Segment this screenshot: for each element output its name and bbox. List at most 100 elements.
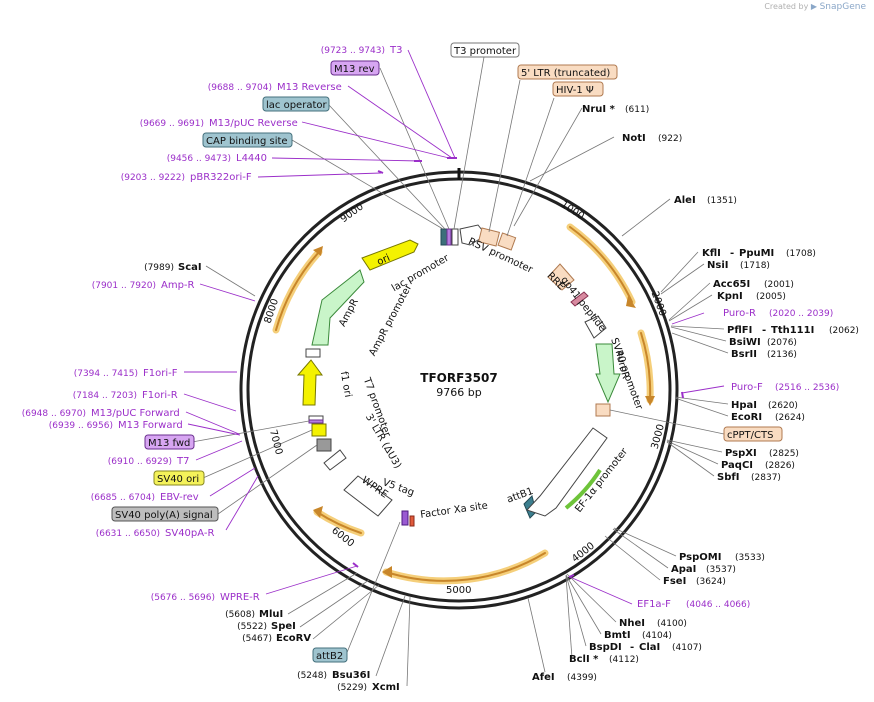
xcmi-name[interactable]: XcmI [372,682,400,693]
ampr-arrow [311,269,365,346]
clai-name[interactable]: ClaI [639,642,660,653]
pspomi-name[interactable]: PspOMI [679,552,721,563]
factor-xa-label[interactable]: Factor Xa site [420,500,489,520]
m13-fwd-label[interactable]: M13 fwd [148,438,190,449]
puro-f-name[interactable]: Puro-F [731,382,763,393]
sv40-polya-label[interactable]: SV40 poly(A) signal [115,510,213,521]
tick-8000: 8000 [263,297,281,325]
bmti-name[interactable]: BmtI [604,630,631,641]
l4440-leader [271,157,421,162]
m13-puc-forward-name[interactable]: M13/pUC Forward [91,408,180,419]
m13-puc-reverse-name[interactable]: M13/pUC Reverse [209,118,298,129]
nrui-name[interactable]: NruI * [582,104,616,115]
bcli-name[interactable]: BclI * [569,654,599,665]
kpni-name[interactable]: KpnI [717,291,743,302]
m13-reverse-leader [347,85,453,159]
nsii-pos: (1718) [740,261,770,271]
t3-primer-name[interactable]: T3 [389,45,402,56]
bmti-leader [565,574,602,635]
bspdi-name[interactable]: BspDI [589,642,622,653]
pbr322ori-f-leader [257,172,382,178]
attb2-label[interactable]: attB2 [316,651,343,662]
cap-label[interactable]: CAP binding site [206,136,288,147]
hiv-label[interactable]: HIV-1 Ψ [556,85,594,96]
amp-r-name[interactable]: Amp-R [161,280,195,291]
acc65i-name[interactable]: Acc65I [713,279,750,290]
gp41-label[interactable]: gp41 peptide [558,275,608,334]
boxed-labels: T3 promoter M13 rev lac operator CAP bin… [111,42,783,663]
sv40-ori-label[interactable]: SV40 ori [157,474,199,485]
ampr-promoter-label[interactable]: AmpR promoter [367,282,414,358]
t7-primer-name[interactable]: T7 [176,456,189,467]
features [296,224,621,527]
puro-r-name[interactable]: Puro-R [723,308,756,319]
ori-label[interactable]: ori [376,253,392,268]
kfli-name[interactable]: KflI [702,248,721,259]
ef1a-f-name[interactable]: EF1a-F [637,599,671,610]
l4440-name[interactable]: L4440 [236,153,267,164]
ppumi-name[interactable]: PpuMI [739,248,774,259]
amp-r-leader [199,283,256,302]
ecori-name[interactable]: EcoRI [731,412,762,423]
m13-reverse-name[interactable]: M13 Reverse [277,82,342,93]
sv40-ori-leader [202,429,313,479]
f1-ori-label[interactable]: f1 ori [338,371,353,399]
alei-leader [621,198,671,237]
tick-9000: 9000 [339,201,366,225]
m13-puc-forward-leader [185,411,240,435]
alei-name[interactable]: AleI [674,195,696,206]
m13-fwd-strip [308,419,324,424]
lac-promoter-label[interactable]: lac promoter [390,252,452,294]
nhei-name[interactable]: NheI [619,618,645,629]
bsrii-name[interactable]: BsrII [731,349,757,360]
m13-forward-leader [187,423,241,436]
puro-r-pos: (2020 .. 2039) [769,309,833,319]
lac-operator-label[interactable]: lac operator [266,100,327,111]
spei-name[interactable]: SpeI [271,621,296,632]
pspxi-leader [666,439,723,453]
ampr-label[interactable]: AmpR [337,297,361,329]
ef1a-promoter-label[interactable]: EF-1α promoter [573,446,630,515]
orf-arc-1-core [569,226,633,303]
apai-leader [612,528,669,569]
scai-name[interactable]: ScaI [178,262,202,273]
pspxi-name[interactable]: PspXI [725,448,757,459]
cppt-label[interactable]: cPPT/CTS [727,430,773,441]
apai-name[interactable]: ApaI [671,564,696,575]
ecorv-name[interactable]: EcoRV [276,633,311,644]
pspomi-leader [613,527,677,557]
rsv-promoter-label[interactable]: RSV promoter [466,236,535,276]
t3-promoter-label[interactable]: T3 promoter [453,46,517,57]
puror-label[interactable]: PuroR [613,349,631,380]
sv40-polya-box-label [111,506,219,522]
f1ori-r-name[interactable]: F1ori-R [142,390,178,401]
tick-3000: 3000 [650,423,667,450]
xcmi-pos: (5229) [337,683,367,693]
nsii-name[interactable]: NsiI [707,260,728,271]
bsiwi-name[interactable]: BsiWI [729,337,761,348]
pflfi-leader [670,325,725,330]
fsei-name[interactable]: FseI [663,576,686,587]
sbfi-name[interactable]: SbfI [717,472,739,483]
m13-rev-label[interactable]: M13 rev [334,64,375,75]
orf-arrowhead-1 [626,296,636,308]
wpre-r-name[interactable]: WPRE-R [220,592,260,603]
attb1-label[interactable]: attB1 [506,486,535,506]
noti-name[interactable]: NotI [622,133,646,144]
noti-pos: (922) [658,134,682,144]
nrui-pos: (611) [625,105,649,115]
f1ori-f-name[interactable]: F1ori-F [143,368,178,379]
paqci-name[interactable]: PaqCI [721,460,753,471]
hpai-name[interactable]: HpaI [731,400,757,411]
afei-name[interactable]: AfeI [532,672,555,683]
mlui-name[interactable]: MluI [259,609,283,620]
5-ltr-label[interactable]: 5' LTR (truncated) [521,68,610,79]
ebv-rev-name[interactable]: EBV-rev [160,492,199,503]
pbr322ori-f-name[interactable]: pBR322ori-F [190,172,252,183]
ampr-promoter-box [305,348,321,358]
bsu36i-name[interactable]: Bsu36I [332,670,370,681]
tth111i-name[interactable]: Tth111I [771,325,814,336]
sv40pa-r-name[interactable]: SV40pA-R [165,528,214,539]
pflfi-name[interactable]: PflFI [727,325,752,336]
m13-forward-name[interactable]: M13 Forward [118,420,183,431]
